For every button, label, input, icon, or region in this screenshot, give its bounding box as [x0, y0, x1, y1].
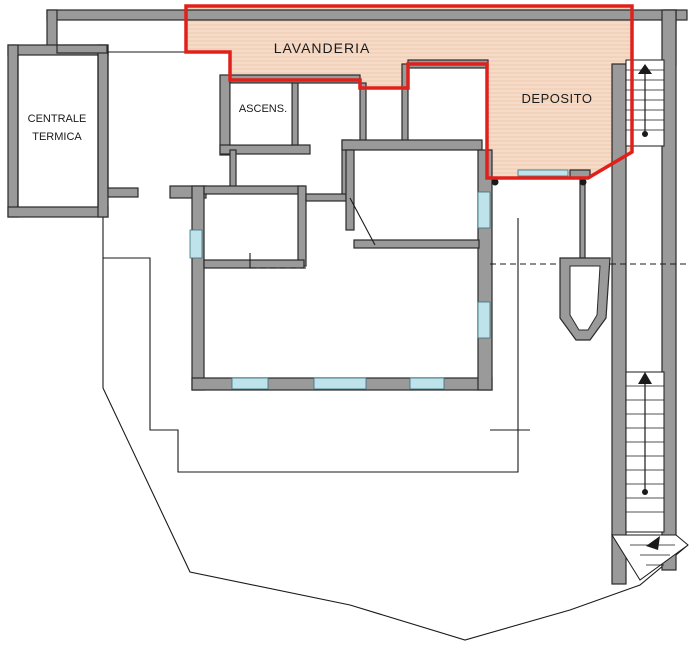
- ascens-label: ASCENS.: [239, 103, 287, 115]
- deposito-label: DEPOSITO: [522, 91, 593, 106]
- windows: [189, 169, 569, 390]
- staircase-bottom: [625, 371, 665, 533]
- lavanderia-label: LAVANDERIA: [274, 40, 371, 56]
- dot-markers: [491, 178, 587, 186]
- highlighted-area-outline: [184, 4, 634, 180]
- site-boundary: [102, 190, 689, 641]
- elevator-shaft: [229, 82, 293, 146]
- centrale-termica-label-line2: TERMICA: [32, 131, 82, 143]
- staircase-entry: [611, 534, 689, 581]
- centrale-termica-label-line1: CENTRALE: [28, 113, 87, 125]
- highlighted-area-fill: [186, 6, 632, 178]
